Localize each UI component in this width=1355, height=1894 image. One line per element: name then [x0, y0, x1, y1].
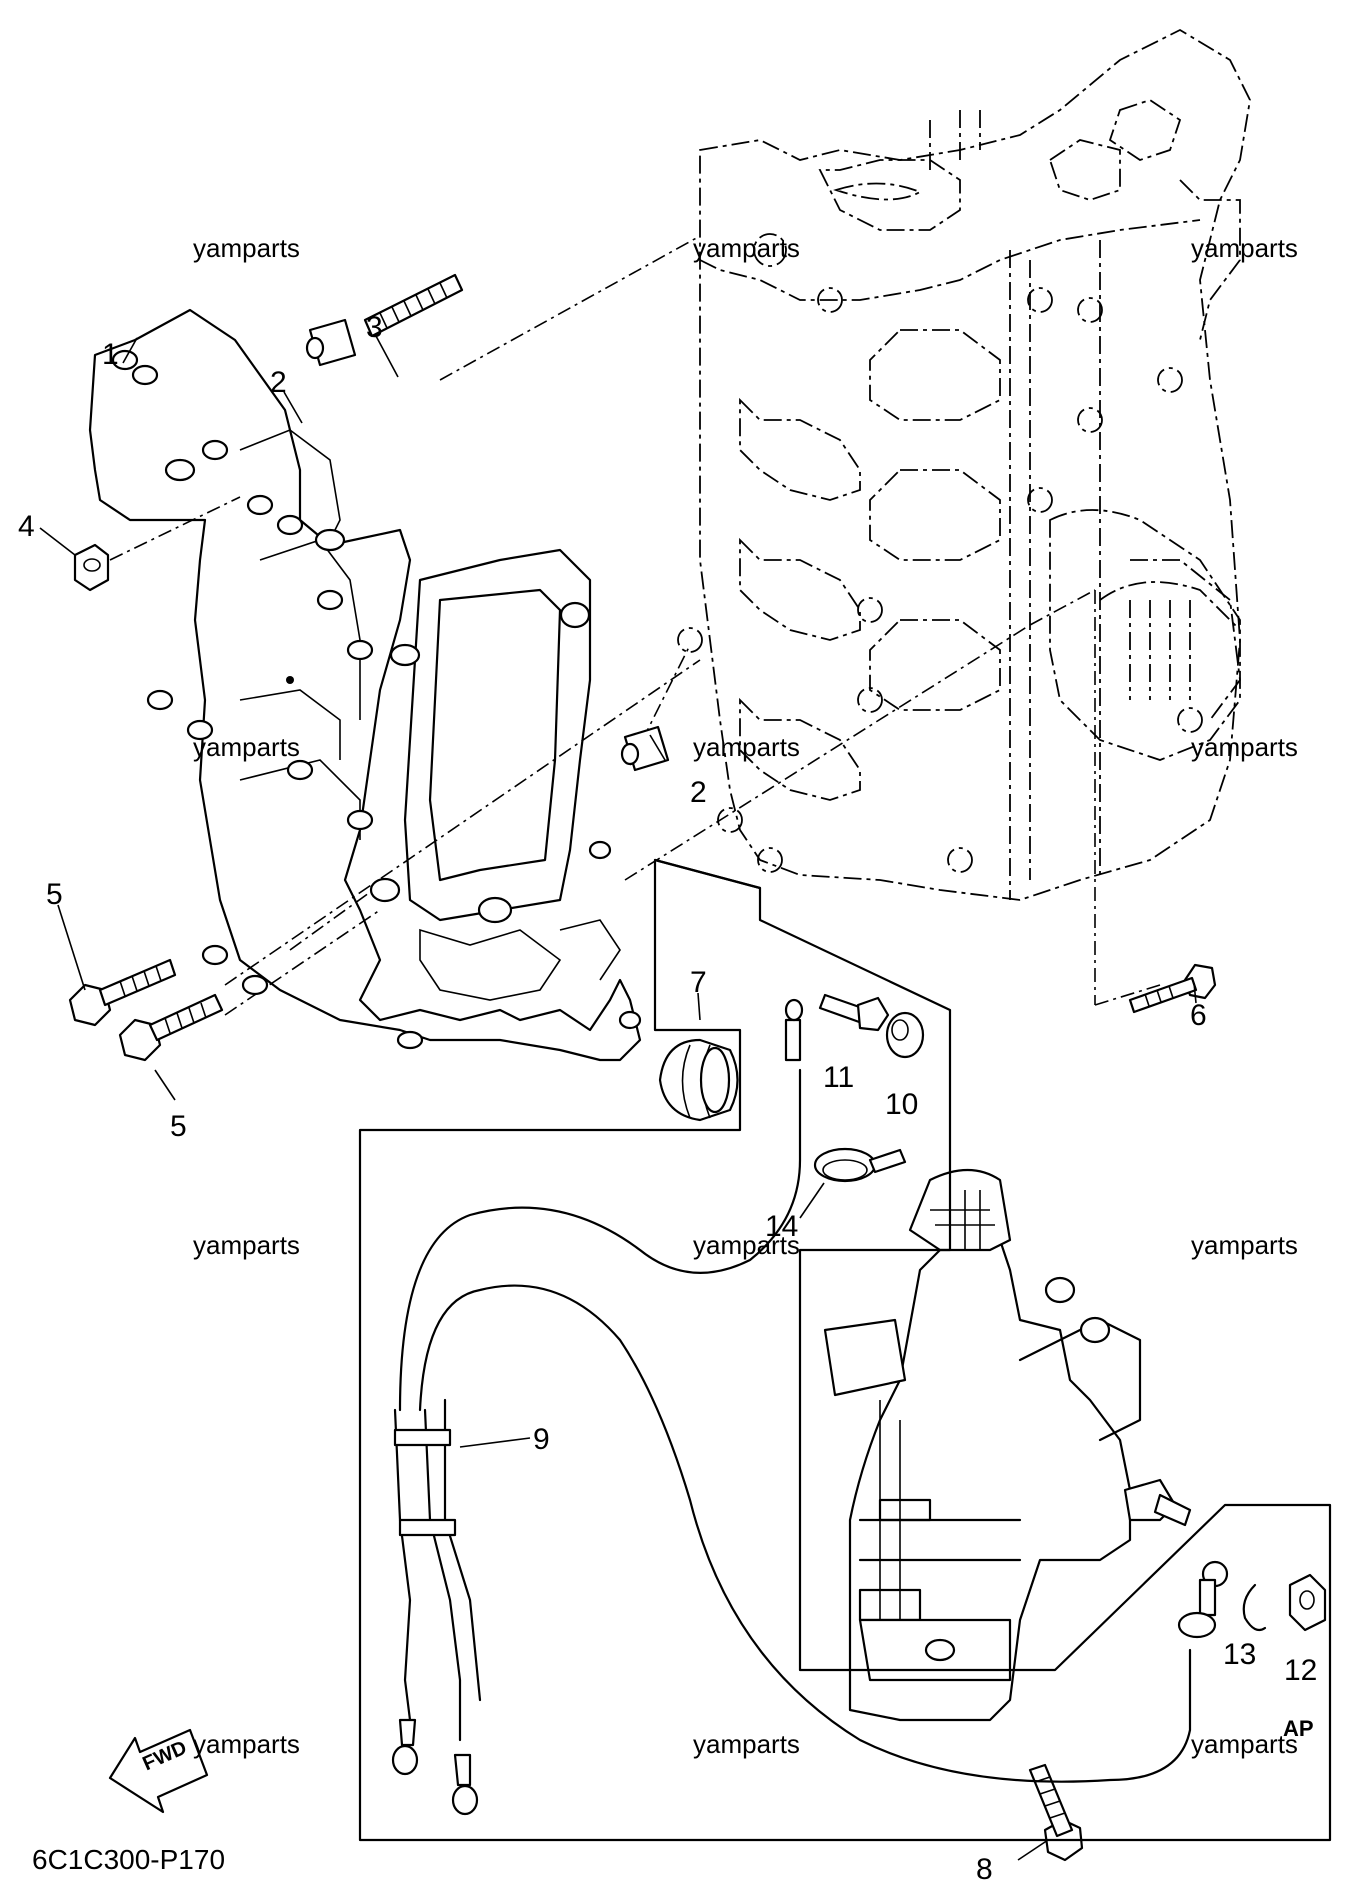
- fwd-arrow-icon: [108, 1728, 209, 1814]
- part-14-band: [813, 1147, 907, 1183]
- watermark: yamparts: [193, 233, 300, 263]
- leader-lines: [109, 235, 1161, 1016]
- callout-3: 3: [366, 311, 383, 344]
- watermark: yamparts: [1191, 732, 1298, 762]
- watermark: yamparts: [693, 732, 800, 762]
- part-1-bracket: [88, 308, 642, 1062]
- engine-block-outline: [677, 28, 1251, 901]
- part-4-nut: [73, 543, 110, 592]
- callout-leaders: [39, 335, 1197, 1861]
- callout-2: 2: [270, 366, 287, 399]
- callout-9: 9: [533, 1423, 550, 1456]
- watermark: yamparts: [193, 1230, 300, 1260]
- callout-1: 1: [102, 338, 119, 371]
- part-7-grommet: [658, 1038, 739, 1122]
- callout-7: 7: [690, 966, 707, 999]
- part-13-washer: [1242, 1583, 1267, 1632]
- watermark: yamparts: [1191, 233, 1298, 263]
- part-11-bolt: [818, 993, 890, 1032]
- part-10-grommet: [885, 1011, 925, 1059]
- callout-5: 5: [46, 878, 63, 911]
- diagram-code: 6C1C300-P170: [32, 1844, 226, 1875]
- watermark: yamparts: [693, 233, 800, 263]
- part-3-stud-bolt: [363, 273, 464, 338]
- callout-13: 13: [1223, 1638, 1257, 1671]
- callout-11: 11: [823, 1061, 855, 1094]
- watermark: yamparts: [1191, 1729, 1298, 1759]
- callout-2: 2: [690, 776, 707, 809]
- part-9-wire-lead: [391, 998, 1192, 1816]
- part-5-bolt-lower: [118, 993, 224, 1062]
- watermark: yamparts: [693, 1230, 800, 1260]
- part-6-bolt: [1128, 963, 1217, 1014]
- watermark: yamparts: [693, 1729, 800, 1759]
- watermark: yamparts: [193, 1729, 300, 1759]
- starter-motor: [823, 1169, 1229, 1722]
- callout-8: 8: [976, 1853, 993, 1886]
- callout-4: 4: [18, 510, 35, 543]
- callout-12: 12: [1284, 1654, 1318, 1687]
- callout-5: 5: [170, 1110, 187, 1143]
- callout-6: 6: [1190, 999, 1207, 1032]
- callout-14: 14: [765, 1210, 799, 1243]
- corner-mark: AP: [1283, 1716, 1314, 1741]
- part-2-collar-upper: [305, 318, 357, 367]
- watermark: yamparts: [1191, 1230, 1298, 1260]
- group-boxes: [358, 858, 1332, 1842]
- part-8-bolt: [1028, 1763, 1084, 1862]
- watermark: yamparts: [193, 732, 300, 762]
- part-12-nut: [1288, 1573, 1327, 1632]
- part-5-bolt-upper: [68, 958, 177, 1027]
- part-2-collar-lower: [620, 725, 670, 772]
- callout-10: 10: [885, 1088, 919, 1121]
